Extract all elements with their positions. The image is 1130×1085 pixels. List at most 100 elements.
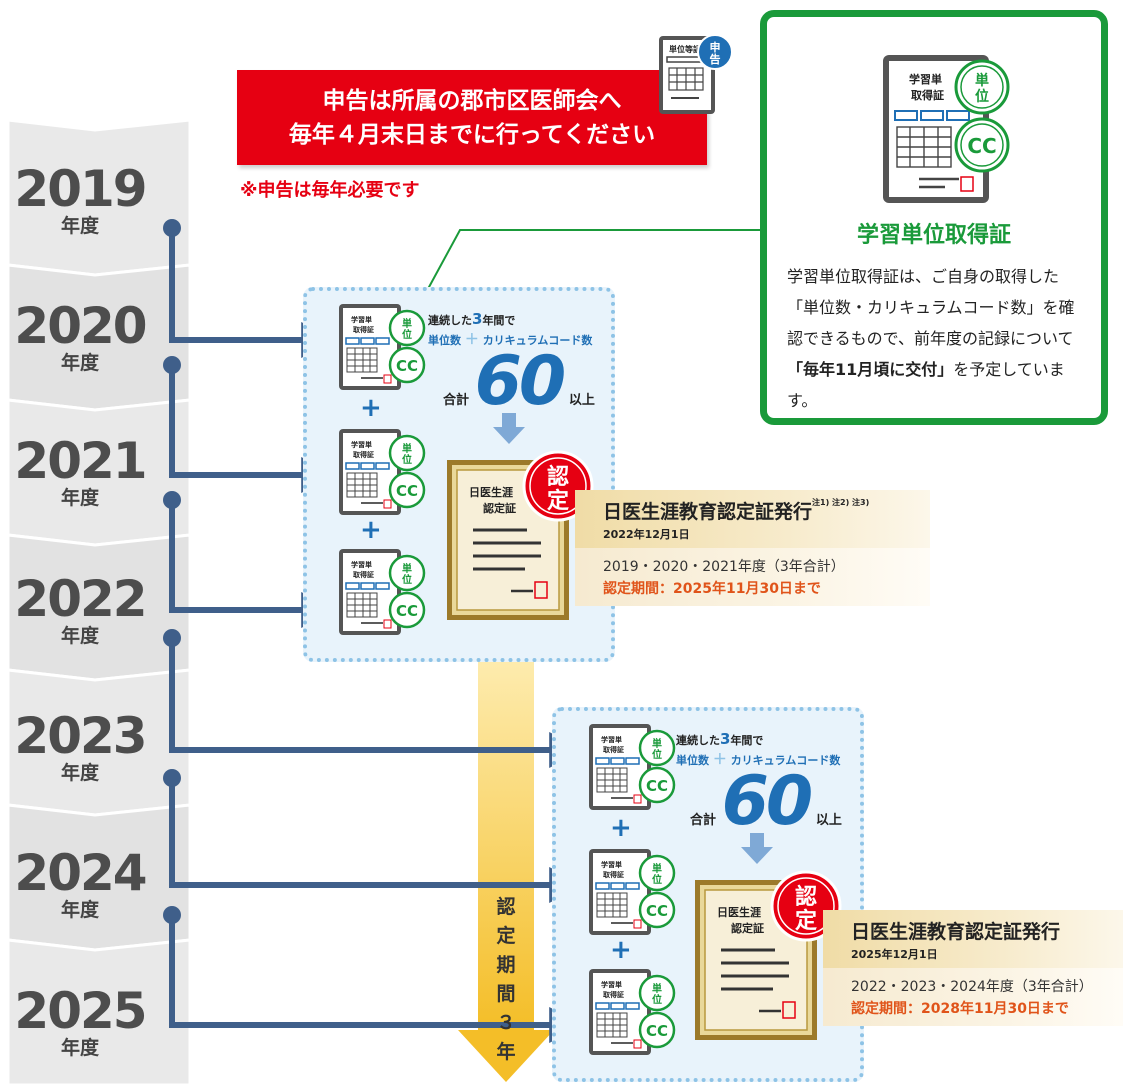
- certificate-card: 学習単 取得証 単 位 CC 学習単位取得証 学習単位取得証は、ご自身の取得した…: [760, 10, 1108, 425]
- svg-text:取得証: 取得証: [353, 570, 374, 579]
- svg-text:単: 単: [402, 442, 412, 455]
- down-arrow-icon: [493, 413, 525, 444]
- rule-3-years: 連続した3年間で: [428, 310, 516, 328]
- year-number: 2024: [14, 844, 147, 902]
- svg-text:日医生涯: 日医生涯: [717, 905, 761, 919]
- issue-title: 日医生涯教育認定証発行注1) 注2) 注3): [603, 498, 870, 523]
- notice-line-2: 毎年４月末日までに行ってください: [288, 122, 656, 148]
- svg-text:取得証: 取得証: [603, 990, 624, 999]
- issue-years: 2019・2020・2021年度（3年合計）: [603, 559, 845, 575]
- year-2021: 2021 年度: [0, 435, 160, 509]
- issue-title: 日医生涯教育認定証発行: [851, 921, 1061, 943]
- svg-text:取得証: 取得証: [603, 870, 624, 879]
- rule-total-60: 合計 60 以上: [690, 762, 842, 841]
- year-suffix: 年度: [60, 625, 99, 647]
- issue-date: 2022年12月1日: [603, 528, 690, 541]
- svg-text:CC: CC: [646, 902, 668, 920]
- year-number: 2023: [14, 707, 147, 765]
- issue-date: 2025年12月1日: [851, 948, 938, 961]
- svg-text:取得証: 取得証: [353, 325, 374, 334]
- rule-total-60: 合計 60 以上: [443, 342, 595, 421]
- rule-3-years: 連続した3年間で: [676, 730, 764, 748]
- svg-text:位: 位: [652, 873, 662, 886]
- card-cc-badge: CC: [967, 134, 996, 158]
- svg-text:定: 定: [795, 908, 817, 934]
- plus-icon: +: [610, 935, 632, 965]
- svg-text:取得証: 取得証: [353, 450, 374, 459]
- svg-text:単: 単: [652, 737, 662, 750]
- connector-lines: [169, 228, 586, 1043]
- year-2020: 2020 年度: [0, 300, 160, 374]
- issue-years: 2022・2023・2024年度（3年合計）: [851, 979, 1093, 995]
- svg-text:学習単: 学習単: [351, 440, 372, 449]
- svg-text:定: 定: [547, 488, 569, 514]
- svg-text:CC: CC: [646, 1022, 668, 1040]
- year-number: 2022: [14, 570, 147, 628]
- form-badge-top: 申: [710, 40, 721, 54]
- svg-text:日医生涯: 日医生涯: [469, 485, 513, 499]
- year-suffix: 年度: [60, 762, 99, 784]
- year-2019: 2019 年度: [0, 163, 160, 237]
- rule-units-plus-cc: 単位数 ＋ カリキュラムコード数: [428, 332, 593, 348]
- year-suffix: 年度: [60, 215, 99, 237]
- svg-text:学習単: 学習単: [601, 860, 622, 869]
- year-number: 2021: [14, 432, 147, 490]
- notice-subtext: ※申告は毎年必要です: [240, 180, 420, 201]
- svg-text:取得証: 取得証: [603, 745, 624, 754]
- svg-text:単: 単: [402, 317, 412, 330]
- issue-period: 認定期間：2028年11月30日まで: [851, 1001, 1069, 1017]
- svg-text:CC: CC: [396, 357, 418, 375]
- declaration-form-icon: 単位等証 申 告: [659, 34, 733, 114]
- svg-text:CC: CC: [396, 602, 418, 620]
- svg-text:認定証: 認定証: [483, 501, 516, 515]
- year-number: 2025: [14, 982, 147, 1040]
- rule-units-plus-cc: 単位数 ＋ カリキュラムコード数: [676, 752, 841, 768]
- plus-icon: +: [360, 393, 382, 423]
- svg-text:単: 単: [652, 982, 662, 995]
- svg-text:認: 認: [547, 464, 569, 490]
- svg-text:認: 認: [795, 884, 817, 910]
- year-number: 2020: [14, 297, 147, 355]
- certificate-card-description: 学習単位取得証は、ご自身の取得した「単位数・カリキュラムコード数」を確認できるも…: [787, 261, 1087, 416]
- svg-text:CC: CC: [396, 482, 418, 500]
- year-2025: 2025 年度: [0, 985, 160, 1059]
- year-chevrons: [6, 118, 192, 1085]
- desc-part-2: を予定しています。: [787, 360, 1065, 410]
- svg-text:単: 単: [975, 72, 989, 89]
- svg-text:位: 位: [402, 573, 412, 586]
- plus-icon: +: [360, 515, 382, 545]
- svg-text:認定証: 認定証: [731, 921, 764, 935]
- learning-certificate-icon: 学習単 取得証 単 位 CC: [339, 429, 426, 515]
- year-suffix: 年度: [60, 487, 99, 509]
- certificate-document-icon: 日医生涯 認定証 認 定: [447, 450, 594, 620]
- issue-info-1: 日医生涯教育認定証発行注1) 注2) 注3) 2022年12月1日 2019・2…: [575, 490, 930, 606]
- svg-text:学習単: 学習単: [351, 315, 372, 324]
- certificate-card-title: 学習単位取得証: [856, 223, 1011, 248]
- year-number: 2019: [14, 160, 147, 218]
- form-label: 単位等証: [669, 44, 701, 54]
- year-dots: [163, 219, 181, 924]
- svg-text:位: 位: [402, 453, 412, 466]
- svg-text:位: 位: [652, 993, 662, 1006]
- svg-text:学習単: 学習単: [601, 735, 622, 744]
- issue-period: 認定期間：2025年11月30日まで: [603, 581, 821, 597]
- svg-text:学習単: 学習単: [601, 980, 622, 989]
- year-2023: 2023 年度: [0, 710, 160, 784]
- desc-part-1: 学習単位取得証は、ご自身の取得した「単位数・カリキュラムコード数」を確認できるも…: [787, 267, 1075, 348]
- notice-banner: 申告は所属の郡市区医師会へ 毎年４月末日までに行ってください: [237, 70, 707, 165]
- validity-arrow: [458, 600, 554, 1082]
- svg-text:CC: CC: [646, 777, 668, 795]
- learning-certificate-icon: 学習単 取得証 単 位 CC: [589, 849, 676, 935]
- certificate-document-icon: 日医生涯 認定証 認 定: [695, 870, 842, 1040]
- learning-certificate-icon: 学習単 取得証 単 位 CC: [339, 549, 426, 635]
- svg-text:学習単: 学習単: [351, 560, 372, 569]
- svg-text:位: 位: [402, 328, 412, 341]
- svg-text:位: 位: [975, 88, 989, 105]
- learning-certificate-icon: 学習単 取得証 単 位 CC: [339, 304, 426, 390]
- learning-certificate-icon: 学習単 取得証 単 位 CC: [589, 969, 676, 1055]
- year-2024: 2024 年度: [0, 847, 160, 921]
- certificate-doc-icon: 学習単 取得証 単 位 CC: [883, 55, 1010, 203]
- plus-icon: +: [610, 813, 632, 843]
- notice-line-1: 申告は所属の郡市区医師会へ: [322, 88, 622, 114]
